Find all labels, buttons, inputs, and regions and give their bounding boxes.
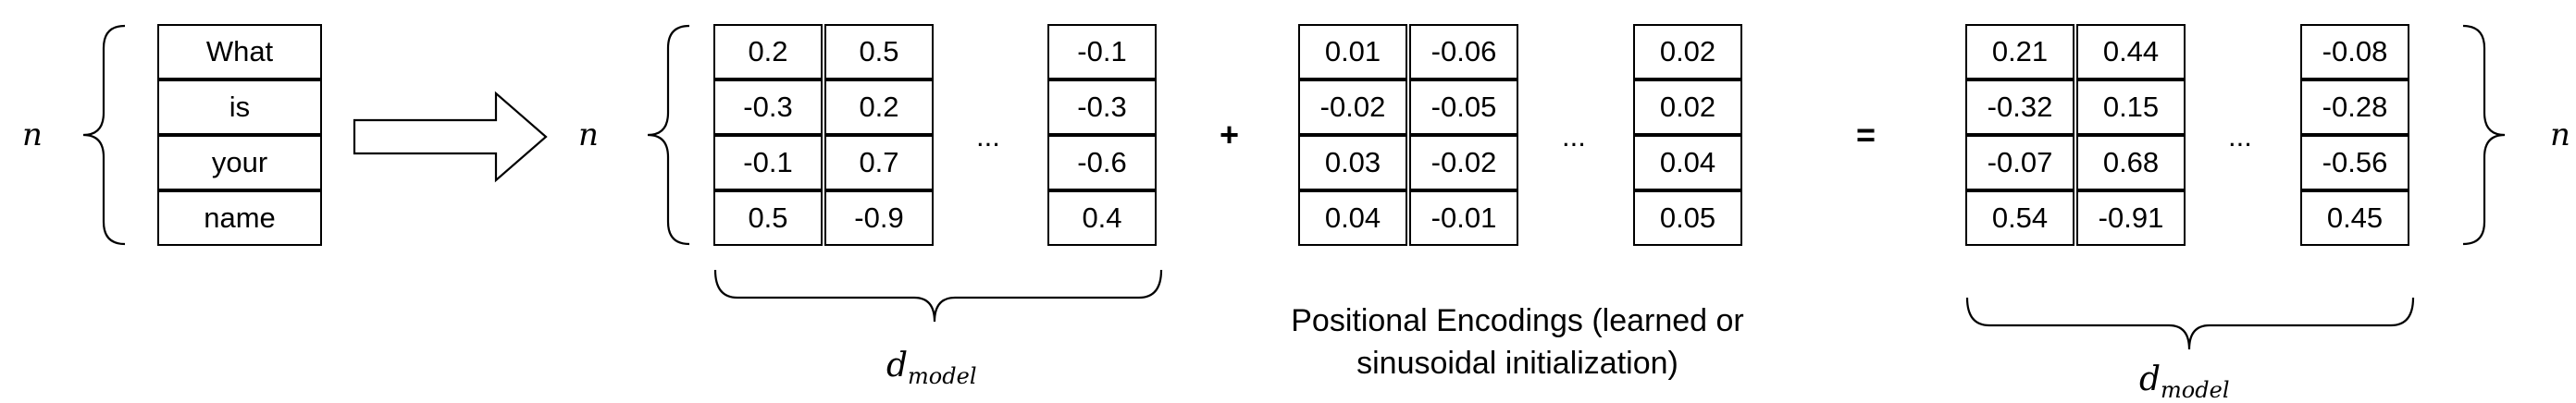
dimension-label-base: d <box>2139 360 2161 398</box>
equals-sign: = <box>1856 116 1876 153</box>
row-count-label-result: n <box>2550 116 2570 153</box>
result-cell: 0.54 <box>1965 190 2074 246</box>
result-cell: 0.21 <box>1965 24 2074 79</box>
embedding-cell: -0.6 <box>1047 135 1157 190</box>
row-count-label-input: n <box>22 116 43 153</box>
token-cell: is <box>157 79 322 135</box>
result-cell: -0.56 <box>2300 135 2409 190</box>
result-cell: 0.44 <box>2076 24 2186 79</box>
positional-cell: 0.02 <box>1633 79 1742 135</box>
result-cell: -0.08 <box>2300 24 2409 79</box>
dimension-label-result: dmodel <box>2139 360 2230 403</box>
positional-cell: 0.03 <box>1298 135 1407 190</box>
embedding-cell: 0.4 <box>1047 190 1157 246</box>
result-cell: -0.91 <box>2076 190 2186 246</box>
left-brace-embeddings <box>647 24 690 246</box>
embedding-cell: 0.5 <box>824 24 934 79</box>
embedding-ellipsis: ... <box>976 120 1000 153</box>
right-brace-result <box>2462 24 2506 246</box>
embedding-cell: 0.2 <box>713 24 823 79</box>
result-cell: 0.15 <box>2076 79 2186 135</box>
positional-encoding-caption: Positional Encodings (learned or sinusoi… <box>1240 300 1795 385</box>
positional-cell: -0.05 <box>1409 79 1518 135</box>
positional-cell: -0.02 <box>1409 135 1518 190</box>
dimension-label-subscript: model <box>2161 377 2230 403</box>
caption-line-1: Positional Encodings (learned or <box>1291 303 1744 338</box>
result-ellipsis: ... <box>2228 120 2252 153</box>
positional-cell: 0.01 <box>1298 24 1407 79</box>
dimension-label-embeddings: dmodel <box>886 347 977 389</box>
positional-cell: -0.06 <box>1409 24 1518 79</box>
result-cell: -0.07 <box>1965 135 2074 190</box>
embedding-cell: -0.1 <box>1047 24 1157 79</box>
result-cell: -0.32 <box>1965 79 2074 135</box>
arrow-to-embeddings <box>353 91 548 183</box>
embedding-cell: 0.5 <box>713 190 823 246</box>
result-cell: 0.68 <box>2076 135 2186 190</box>
result-cell: -0.28 <box>2300 79 2409 135</box>
embedding-cell: 0.2 <box>824 79 934 135</box>
embedding-cell: -0.1 <box>713 135 823 190</box>
positional-cell: 0.05 <box>1633 190 1742 246</box>
left-brace-input <box>82 24 126 246</box>
caption-line-2: sinusoidal initialization) <box>1356 345 1678 381</box>
embedding-cell: -0.3 <box>1047 79 1157 135</box>
row-count-label-embeddings: n <box>578 116 599 153</box>
positional-cell: 0.04 <box>1633 135 1742 190</box>
token-cell: What <box>157 24 322 79</box>
plus-sign: + <box>1220 116 1240 153</box>
embedding-cell: 0.7 <box>824 135 934 190</box>
result-cell: 0.45 <box>2300 190 2409 246</box>
positional-ellipsis: ... <box>1562 120 1586 153</box>
token-cell: name <box>157 190 322 246</box>
positional-cell: 0.02 <box>1633 24 1742 79</box>
bottom-brace-result <box>1965 297 2415 350</box>
positional-cell: 0.04 <box>1298 190 1407 246</box>
dimension-label-subscript: model <box>908 363 977 390</box>
dimension-label-base: d <box>886 347 909 385</box>
positional-cell: -0.01 <box>1409 190 1518 246</box>
token-cell: your <box>157 135 322 190</box>
embedding-cell: -0.9 <box>824 190 934 246</box>
bottom-brace-embeddings <box>713 269 1163 323</box>
embedding-cell: -0.3 <box>713 79 823 135</box>
positional-cell: -0.02 <box>1298 79 1407 135</box>
